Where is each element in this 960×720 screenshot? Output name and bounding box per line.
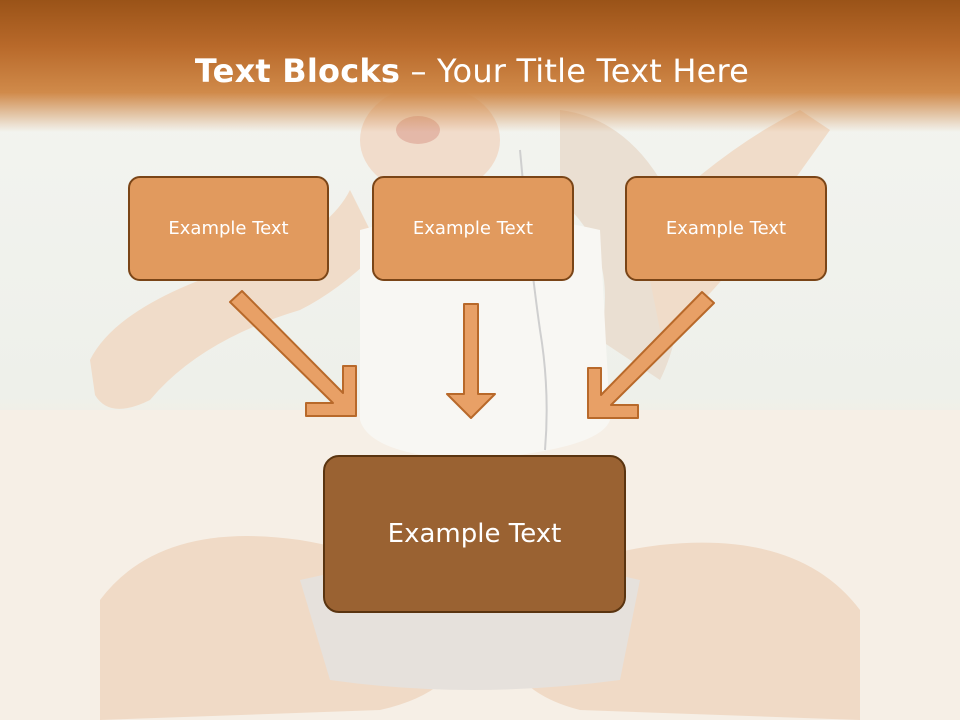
text-block-main[interactable]: Example Text <box>323 455 626 613</box>
text-block-right[interactable]: Example Text <box>625 176 827 281</box>
text-block-left[interactable]: Example Text <box>128 176 329 281</box>
slide-title: Text Blocks – Your Title Text Here <box>0 52 944 90</box>
title-rest: – Your Title Text Here <box>400 52 750 90</box>
text-block-middle[interactable]: Example Text <box>372 176 574 281</box>
title-bar <box>0 0 960 132</box>
title-bold: Text Blocks <box>194 52 401 90</box>
